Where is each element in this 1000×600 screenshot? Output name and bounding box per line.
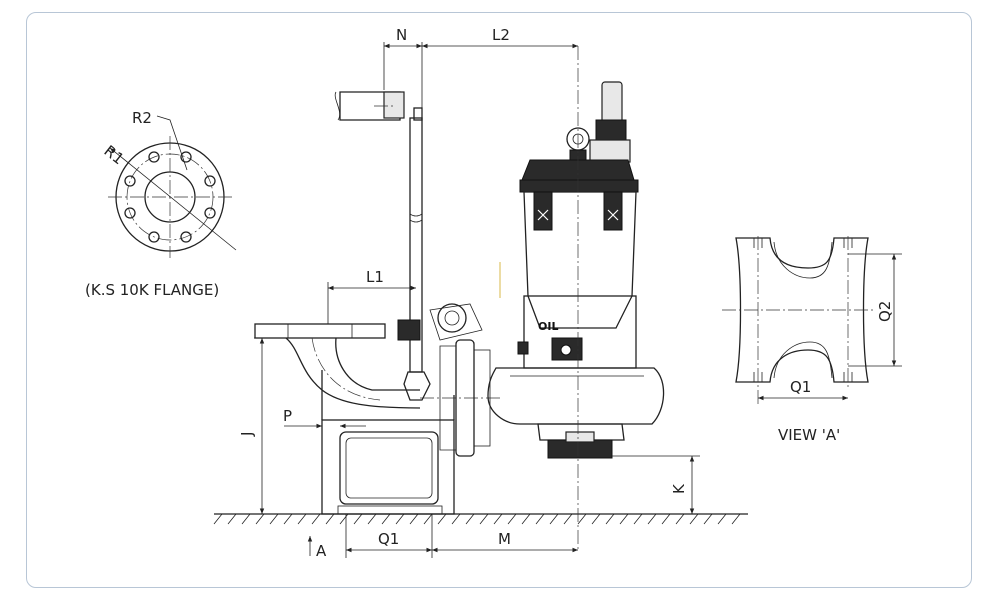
view-arrow-a: A [307, 536, 327, 560]
pump-body: OIL [439, 81, 665, 459]
k-label: K [670, 483, 688, 494]
view-a-caption: VIEW 'A' [778, 426, 840, 444]
n-label: N [396, 26, 407, 44]
drawing-frame [26, 12, 972, 588]
flange-view: R2 R1 (K.S 10K FLANGE) [85, 109, 237, 299]
dim-n: N [383, 26, 423, 108]
dim-k: K [612, 455, 700, 514]
q2-label: Q2 [876, 301, 894, 322]
q1-bottom-label: Q1 [378, 530, 399, 548]
j-label: J [238, 432, 256, 437]
l2-label: L2 [492, 26, 510, 44]
dim-m: M [432, 530, 578, 553]
dim-p: P [283, 407, 366, 429]
discharge-elbow [254, 323, 500, 409]
dim-q1-bottom: Q1 [345, 514, 433, 558]
dim-l2: L2 [422, 26, 578, 49]
q1-view-label: Q1 [790, 378, 811, 396]
base-stand [321, 370, 455, 515]
r1-label: R1 [101, 142, 128, 168]
guide-pipe [334, 91, 483, 401]
flange-caption: (K.S 10K FLANGE) [85, 281, 219, 299]
dim-l1: L1 [327, 268, 416, 324]
ground [213, 513, 748, 525]
bolt-holes [124, 151, 216, 243]
oil-marking: OIL [538, 320, 558, 333]
r2-label: R2 [132, 109, 152, 127]
l1-label: L1 [366, 268, 384, 286]
m-label: M [498, 530, 511, 548]
view-a: Q2 Q1 VIEW 'A' [722, 236, 902, 444]
p-label: P [283, 407, 292, 425]
a-label: A [316, 542, 327, 560]
dim-j: J [238, 337, 290, 514]
